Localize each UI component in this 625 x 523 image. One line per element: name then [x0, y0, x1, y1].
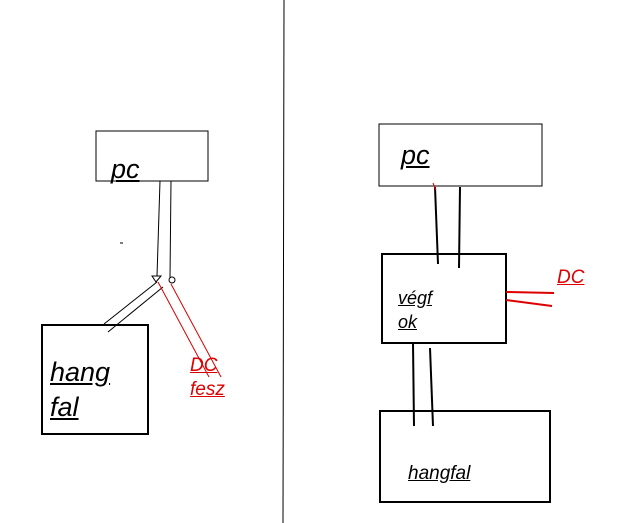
right-amplifier-label-line1: végf	[398, 288, 433, 308]
left-pc-cable-b	[169, 180, 172, 279]
panel-divider	[282, 0, 285, 523]
right-dc-wire-a	[505, 291, 555, 294]
left-dc-label-line1: DC	[190, 355, 218, 376]
left-pc-box	[95, 130, 209, 182]
right-dc-wire-b	[505, 299, 553, 307]
left-pc-label: pc	[111, 154, 140, 184]
right-pc-box	[378, 123, 543, 187]
left-speaker-label-line2: fal	[50, 392, 79, 422]
right-dc-label: DC	[557, 267, 585, 288]
left-speaker-box	[41, 324, 149, 435]
left-dc-wire-b	[170, 283, 222, 378]
left-junction-arrow	[151, 275, 163, 283]
right-speaker-box	[379, 410, 551, 503]
right-amplifier-label-line2: ok	[398, 312, 418, 332]
right-pc-cable-a	[434, 186, 439, 265]
left-speaker-label-line1: hang	[50, 357, 111, 387]
left-junction-node	[168, 276, 176, 284]
right-speaker-cable-a	[412, 342, 415, 427]
right-speaker-label: hangfal	[408, 463, 471, 484]
right-pc-cable-b	[458, 186, 461, 269]
right-amplifier-box	[381, 253, 507, 344]
right-speaker-cable-b	[429, 347, 434, 427]
right-red-tick	[432, 182, 437, 191]
left-dc-label-line2: fesz	[190, 379, 225, 400]
left-speaker-cable-a	[103, 281, 158, 325]
right-pc-label: pc	[401, 140, 430, 170]
left-dc-wire-a	[157, 281, 210, 378]
left-pc-cable-a	[156, 180, 161, 277]
